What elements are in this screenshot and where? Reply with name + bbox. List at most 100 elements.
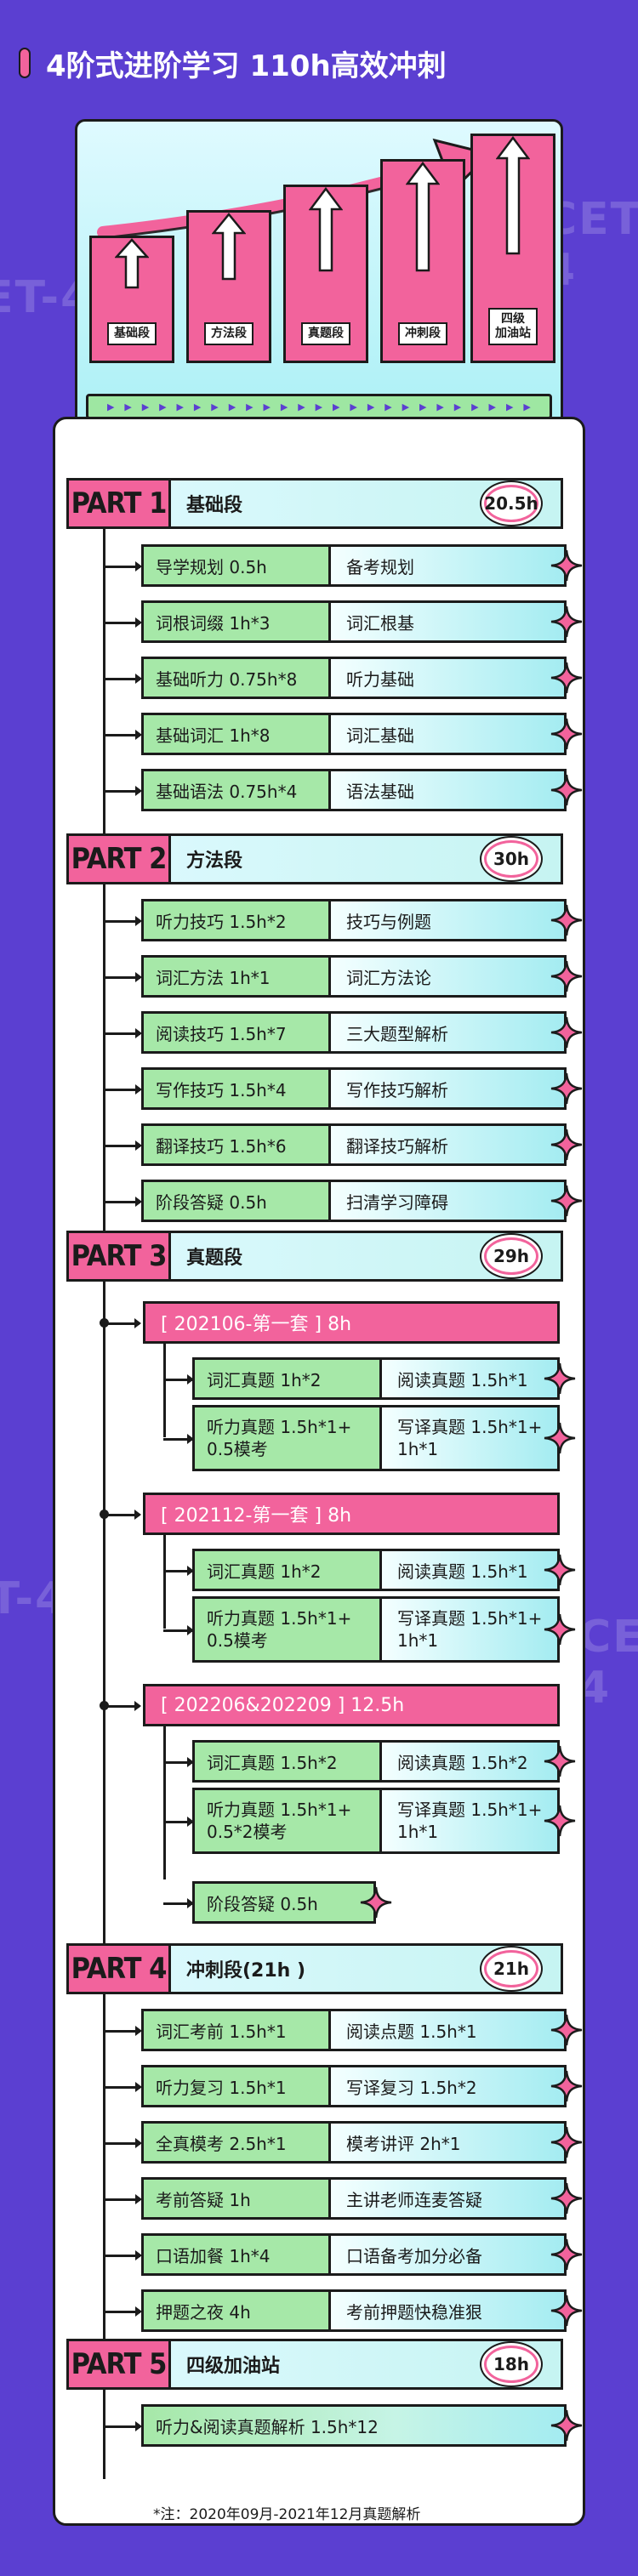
course-row: 听力&阅读真题解析 1.5h*12 — [141, 2404, 567, 2447]
course-hours: 基础词汇 1h*8 — [144, 715, 331, 753]
connector-arrow — [105, 1701, 141, 1711]
course-hours: 考前答疑 1h — [144, 2180, 331, 2217]
sparkle-icon — [550, 2125, 584, 2159]
sparkle-icon — [543, 1804, 577, 1838]
connector-arrow — [103, 1140, 142, 1151]
step-method: 方法段 — [186, 210, 271, 363]
curriculum-panel — [53, 417, 585, 2526]
sparkle-icon — [550, 773, 584, 807]
sparkle-icon — [550, 1128, 584, 1162]
hours-badge: 18h — [484, 2346, 538, 2383]
course-hours: 翻译技巧 1.5h*6 — [144, 1126, 331, 1163]
footnote: *注：2020年09月-2021年12月真题解析 — [153, 2506, 421, 2523]
connector-arrow — [103, 2194, 142, 2204]
part-tag: PART 2 — [69, 836, 171, 882]
connector-arrow — [163, 1625, 194, 1635]
course-topic: 口语备考加分必备 — [331, 2236, 564, 2273]
course-hours: 阅读技巧 1.5h*7 — [144, 1014, 331, 1051]
course-row: 听力真题 1.5h*1+ 0.5模考写译真题 1.5h*1+ 1h*1 — [192, 1405, 560, 1471]
up-arrow-icon — [309, 187, 343, 314]
sparkle-icon — [550, 2181, 584, 2215]
course-hours: 写作技巧 1.5h*4 — [144, 1070, 331, 1107]
part-tag: PART 3 — [69, 1233, 171, 1279]
course-hours: 听力真题 1.5h*1+ 0.5模考 — [195, 1599, 382, 1660]
course-hours: 听力真题 1.5h*1+ 0.5*2模考 — [195, 1790, 382, 1851]
sparkle-icon — [550, 549, 584, 583]
sparkle-icon — [550, 2238, 584, 2272]
connector-arrow — [103, 2421, 142, 2431]
course-hours: 口语加餐 1h*4 — [144, 2236, 331, 2273]
sparkle-icon — [550, 2013, 584, 2047]
watermark-mid-right: CET-4 — [578, 1612, 638, 1714]
connector-arrow — [105, 1510, 141, 1520]
sparkle-icon — [550, 1184, 584, 1218]
connector-arrow — [163, 1757, 194, 1767]
part-tag: PART 5 — [69, 2341, 171, 2387]
course-topic: 写作技巧解析 — [331, 1070, 564, 1107]
sparkle-icon — [550, 605, 584, 639]
sparkle-icon — [543, 1553, 577, 1587]
course-topic: 词汇根基 — [331, 603, 564, 640]
hero-staircase-card: 基础段 方法段 真题段 冲刺段 四级 加油站 ▶▶▶▶▶▶▶▶▶▶▶▶▶▶▶▶▶… — [75, 119, 563, 444]
hours-badge: 20.5h — [484, 485, 538, 522]
part-name: 四级加油站 — [186, 2356, 281, 2377]
sparkle-icon — [543, 1421, 577, 1455]
step-exam: 真题段 — [283, 185, 368, 363]
course-row: 阶段答疑 0.5h — [192, 1881, 376, 1924]
connector-arrow — [103, 674, 142, 684]
course-hours: 词汇方法 1h*1 — [144, 958, 331, 995]
course-topic: 技巧与例题 — [331, 901, 564, 939]
course-hours: 阶段答疑 0.5h — [144, 1182, 331, 1220]
course-topic: 阅读点题 1.5h*1 — [331, 2011, 564, 2049]
timeline-dot — [100, 1510, 109, 1519]
sparkle-icon — [550, 959, 584, 993]
exam-set-header: [ 202206&202209 ] 12.5h — [143, 1684, 560, 1726]
sparkle-icon — [550, 2408, 584, 2442]
timeline-line — [103, 527, 105, 2479]
connector-arrow — [103, 561, 142, 571]
course-hours: 词汇真题 1h*2 — [195, 1551, 382, 1589]
course-hours: 词汇真题 1.5h*2 — [195, 1743, 382, 1780]
step-sprint: 冲刺段 — [380, 159, 465, 363]
connector-arrow — [103, 617, 142, 628]
course-topic: 听力基础 — [331, 659, 564, 697]
course-hours: 词根词缀 1h*3 — [144, 603, 331, 640]
up-arrow-icon — [212, 213, 246, 314]
course-hours: 听力真题 1.5h*1+ 0.5模考 — [195, 1407, 382, 1469]
sparkle-icon — [550, 717, 584, 751]
connector-arrow — [163, 1817, 194, 1827]
course-topic: 阅读真题 1.5h*1 — [382, 1551, 557, 1589]
connector-arrow — [103, 2026, 142, 2036]
connector-arrow — [163, 1374, 194, 1385]
course-topic: 写译真题 1.5h*1+ 1h*1 — [382, 1599, 557, 1660]
course-topic: 写译真题 1.5h*1+ 1h*1 — [382, 1790, 557, 1851]
connector-arrow — [163, 1566, 194, 1576]
course-hours: 听力技巧 1.5h*2 — [144, 901, 331, 939]
exam-set-header: [ 202106-第一套 ] 8h — [143, 1301, 560, 1344]
part-tag: PART 4 — [69, 1946, 171, 1992]
course-topic: 模考讲评 2h*1 — [331, 2124, 564, 2161]
connector-arrow — [103, 2138, 142, 2148]
part-name: 基础段 — [186, 495, 243, 516]
connector-arrow — [163, 1898, 194, 1908]
connector-arrow — [103, 1084, 142, 1095]
connector-arrow — [103, 916, 142, 926]
sparkle-icon — [543, 1744, 577, 1778]
connector-arrow — [103, 786, 142, 796]
